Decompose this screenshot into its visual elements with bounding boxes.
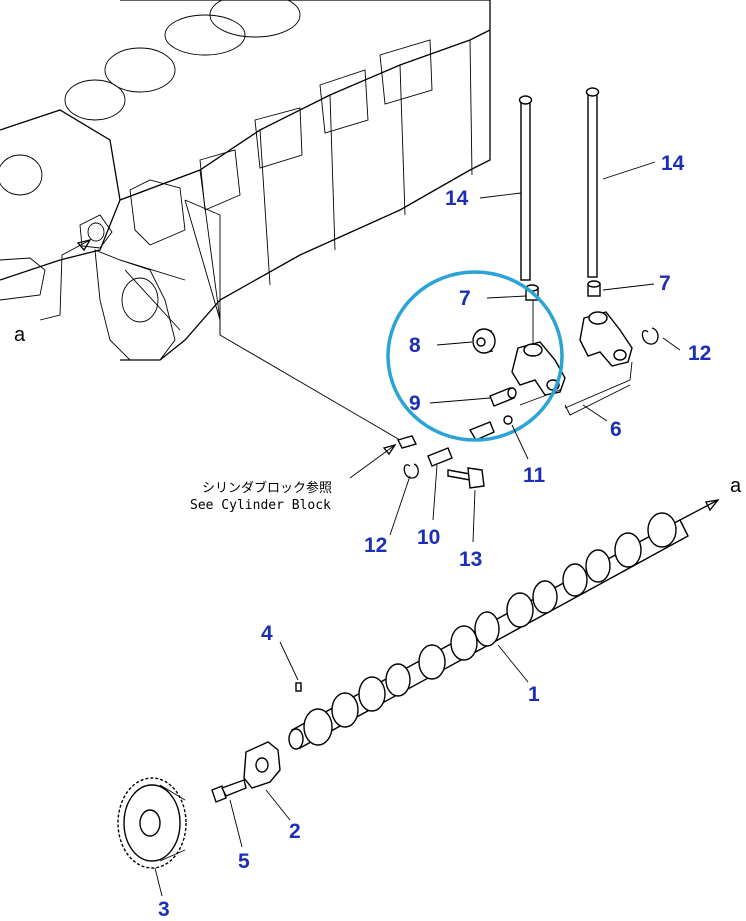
bolt bbox=[447, 467, 485, 489]
highlight-circle bbox=[386, 270, 564, 442]
camshaft-view-arrow bbox=[705, 499, 720, 512]
callout-14-left: 14 bbox=[445, 187, 469, 210]
view-marker-a-right: a bbox=[730, 475, 742, 497]
callout-5: 5 bbox=[238, 850, 250, 873]
callout-7-left: 7 bbox=[459, 287, 471, 310]
snap-ring-left bbox=[403, 463, 419, 479]
tappet-right bbox=[587, 280, 601, 297]
push-rod-left bbox=[518, 95, 533, 281]
callout-12-right: 12 bbox=[688, 342, 711, 365]
leader-lines bbox=[154, 161, 681, 897]
cam-gear bbox=[117, 777, 187, 869]
lever-shaft-end bbox=[468, 421, 495, 441]
view-a-leader-line bbox=[39, 239, 91, 321]
reference-note-english: See Cylinder Block bbox=[190, 498, 331, 513]
callout-11: 11 bbox=[523, 464, 546, 487]
block-leader-line bbox=[184, 199, 401, 441]
plate bbox=[427, 447, 453, 467]
push-rod-right bbox=[585, 87, 600, 278]
camshaft-axis-line bbox=[679, 499, 719, 521]
callout-8: 8 bbox=[409, 334, 421, 357]
callout-12-left: 12 bbox=[364, 534, 387, 557]
callout-13: 13 bbox=[459, 548, 482, 571]
callout-4: 4 bbox=[261, 622, 273, 645]
callout-14-right: 14 bbox=[661, 152, 685, 175]
snap-ring-right bbox=[641, 327, 659, 345]
callout-9: 9 bbox=[409, 392, 421, 415]
view-a-arrow bbox=[76, 238, 92, 252]
roller-pin bbox=[489, 387, 517, 407]
callout-10: 10 bbox=[417, 526, 440, 549]
block-pin bbox=[396, 435, 418, 449]
lever-bracket bbox=[564, 384, 631, 416]
thrust-plate bbox=[243, 741, 281, 789]
tappet-lever-right bbox=[579, 311, 633, 367]
callout-6: 6 bbox=[610, 418, 622, 441]
callout-1: 1 bbox=[528, 683, 540, 706]
reference-arrow bbox=[382, 443, 397, 456]
view-marker-a-left: a bbox=[14, 324, 26, 346]
callout-3: 3 bbox=[158, 898, 170, 921]
callout-7-right: 7 bbox=[659, 272, 671, 295]
ball bbox=[503, 415, 513, 425]
callout-labels: 14 14 7 7 8 9 12 6 11 12 10 13 1 4 2 5 3 bbox=[158, 152, 711, 921]
camshaft bbox=[288, 512, 689, 750]
thrust-plate-bolt bbox=[211, 779, 247, 803]
cylinder-block-drawing bbox=[0, 0, 491, 361]
woodruff-key bbox=[295, 682, 302, 692]
callout-2: 2 bbox=[289, 820, 301, 843]
roller bbox=[472, 328, 496, 354]
reference-note-japanese: シリンダブロック参照 bbox=[202, 480, 332, 496]
